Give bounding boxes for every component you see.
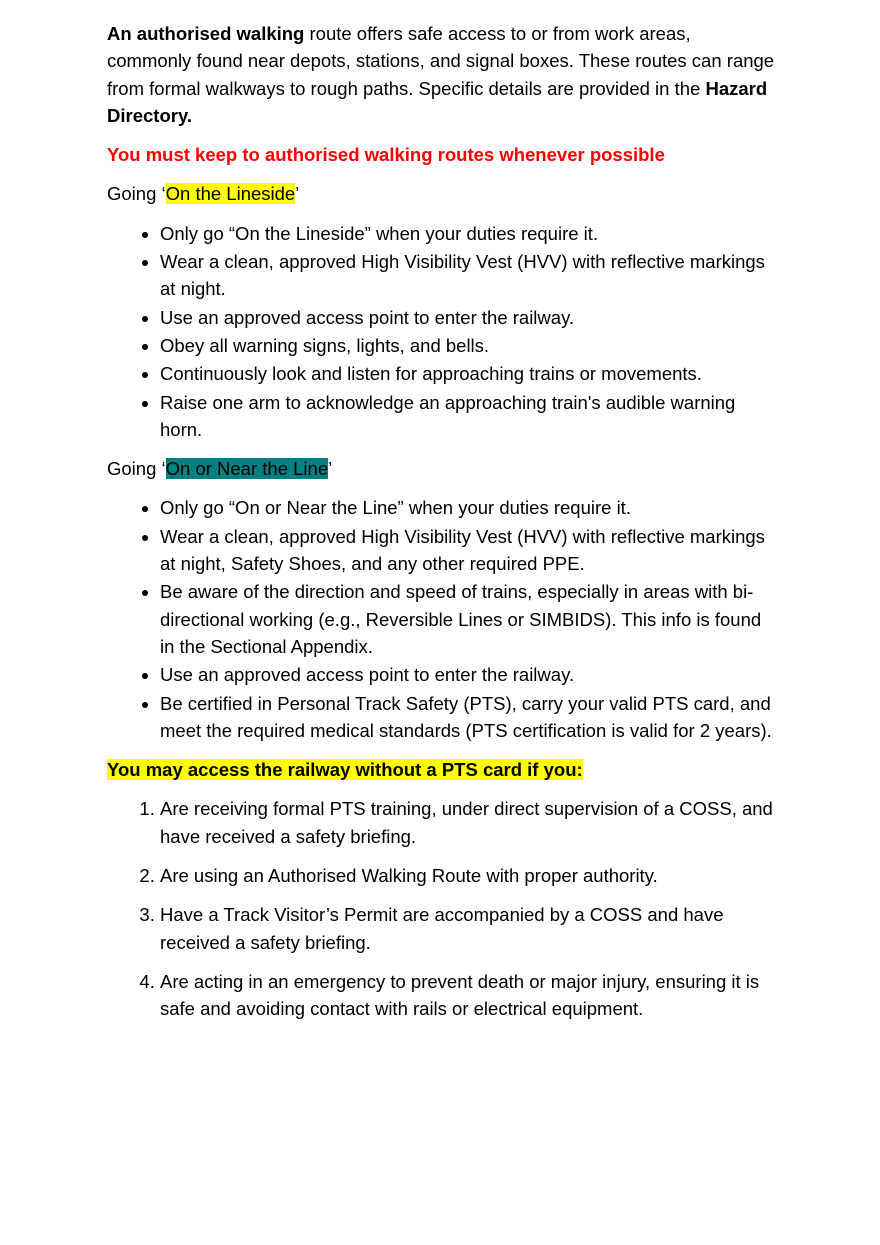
section-near-line-heading: Going ‘On or Near the Line’ xyxy=(107,458,333,480)
pts-exemption-list: Are receiving formal PTS training, under… xyxy=(107,795,775,1022)
list-item: Be certified in Personal Track Safety (P… xyxy=(160,690,775,745)
list-item: Only go “On the Lineside” when your duti… xyxy=(160,220,775,247)
list-item: Raise one arm to acknowledge an approach… xyxy=(160,389,775,444)
document-page: An authorised walking route offers safe … xyxy=(107,20,775,1035)
list-item: Wear a clean, approved High Visibility V… xyxy=(160,523,775,578)
list-item: Use an approved access point to enter th… xyxy=(160,661,775,688)
list-item: Are acting in an emergency to prevent de… xyxy=(160,968,775,1023)
warning-heading: You must keep to authorised walking rout… xyxy=(107,144,665,166)
list-item: Are receiving formal PTS training, under… xyxy=(160,795,775,850)
pts-exemption-heading: You may access the railway without a PTS… xyxy=(107,759,583,781)
near-line-list: Only go “On or Near the Line” when your … xyxy=(107,494,775,744)
list-item: Continuously look and listen for approac… xyxy=(160,360,775,387)
list-item: Be aware of the direction and speed of t… xyxy=(160,578,775,660)
list-item: Are using an Authorised Walking Route wi… xyxy=(160,862,775,889)
list-item: Use an approved access point to enter th… xyxy=(160,304,775,331)
intro-paragraph: An authorised walking route offers safe … xyxy=(107,23,775,126)
section-lineside-heading: Going ‘On the Lineside’ xyxy=(107,183,300,205)
list-item: Wear a clean, approved High Visibility V… xyxy=(160,248,775,303)
list-item: Only go “On or Near the Line” when your … xyxy=(160,494,775,521)
list-item: Have a Track Visitor’s Permit are accomp… xyxy=(160,901,775,956)
list-item: Obey all warning signs, lights, and bell… xyxy=(160,332,775,359)
lineside-list: Only go “On the Lineside” when your duti… xyxy=(107,220,775,443)
